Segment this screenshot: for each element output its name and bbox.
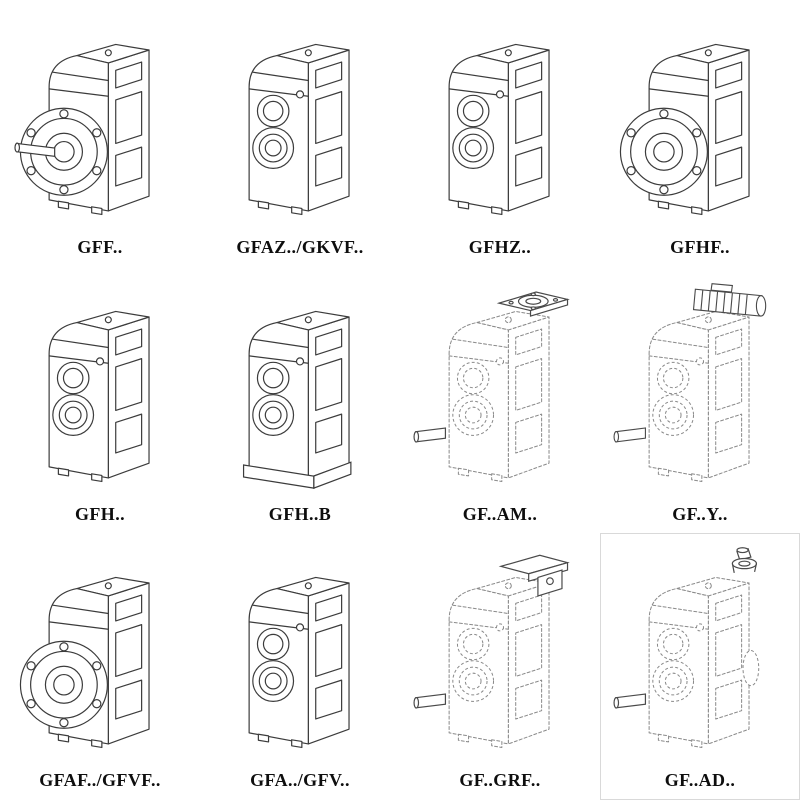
gearbox-drawing	[208, 13, 392, 235]
model-label: GF..GRF..	[459, 770, 541, 791]
gearbox-symbol-ref	[249, 44, 349, 214]
model-label: GFH..B	[268, 503, 332, 524]
gearbox-cell: GF..GRF..	[400, 533, 600, 800]
gearbox-drawing	[208, 546, 392, 768]
model-label: GFAZ../GKVF..	[236, 236, 364, 257]
gearbox-cell: GFH..B	[200, 267, 400, 534]
gearbox-drawing	[408, 280, 592, 502]
gearbox-symbol-ref	[414, 556, 567, 748]
gearbox-drawing	[208, 280, 392, 502]
gearbox-drawing	[608, 546, 792, 768]
model-label: GFF..	[77, 236, 123, 257]
model-label: GFA../GFV..	[250, 770, 350, 791]
gearbox-symbol-ref	[244, 311, 351, 488]
gearbox-symbol-ref	[449, 44, 549, 214]
gearbox-symbol-ref	[614, 283, 766, 481]
gearbox-cell: GFAF../GFVF..	[0, 533, 200, 800]
gearbox-drawing	[408, 13, 592, 235]
model-label: GFAF../GFVF..	[39, 770, 161, 791]
model-label: GF..AM..	[462, 503, 538, 524]
model-label: GF..AD..	[664, 770, 736, 791]
gearbox-drawing	[8, 546, 192, 768]
model-label: GF..Y..	[672, 503, 728, 524]
model-label: GFHF..	[670, 236, 730, 257]
gearbox-drawing	[408, 546, 592, 768]
gearbox-cell: GFHZ..	[400, 0, 600, 267]
gearbox-drawing	[8, 13, 192, 235]
gearbox-drawing	[608, 280, 792, 502]
gearbox-cell: GFF..	[0, 0, 200, 267]
model-label: GFHZ..	[468, 236, 532, 257]
gearbox-cell: GF..AM..	[400, 267, 600, 534]
gearbox-drawing	[8, 280, 192, 502]
gearbox-symbol-ref	[49, 311, 149, 481]
gearbox-symbol-ref	[414, 292, 567, 481]
gearbox-symbol-ref	[620, 44, 749, 214]
gearbox-cell: GF..AD..	[600, 533, 800, 800]
gearbox-cell: GFHF..	[600, 0, 800, 267]
gearbox-symbol-ref	[614, 548, 759, 748]
gearbox-symbol-ref	[249, 578, 349, 748]
gearbox-cell: GFA../GFV..	[200, 533, 400, 800]
gearbox-symbol-ref	[20, 578, 149, 748]
gearbox-cell: GFH..	[0, 267, 200, 534]
gearbox-cell: GFAZ../GKVF..	[200, 0, 400, 267]
model-label: GFH..	[75, 503, 125, 524]
gearbox-drawing	[608, 13, 792, 235]
gearbox-symbol-ref	[15, 44, 149, 214]
gearbox-cell: GF..Y..	[600, 267, 800, 534]
